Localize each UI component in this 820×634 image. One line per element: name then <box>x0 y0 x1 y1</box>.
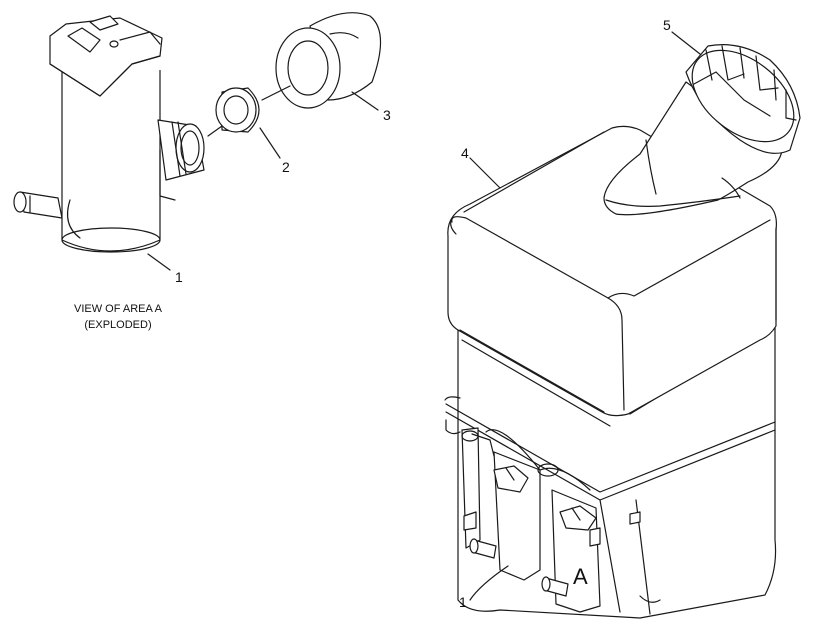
callout-cap: 5 <box>663 17 671 33</box>
view-caption-line1: VIEW OF AREA A <box>74 303 163 315</box>
washer-reservoir <box>444 81 783 619</box>
area-a-marker: A <box>573 564 588 589</box>
callout-grommet: 3 <box>383 107 391 123</box>
callout-pump-exploded: 1 <box>175 269 183 285</box>
filler-cap <box>685 44 801 154</box>
leader-pump-installed <box>469 565 509 601</box>
leader-pump-exploded <box>147 253 171 271</box>
seal-ring <box>207 87 260 137</box>
leader-cap <box>671 31 701 55</box>
callout-reservoir: 4 <box>461 145 469 161</box>
callout-seal: 2 <box>282 159 290 175</box>
view-caption-line2: (EXPLODED) <box>84 319 151 331</box>
leader-reservoir <box>469 157 501 189</box>
leader-seal <box>259 127 281 159</box>
callout-pump-installed: 1 <box>459 594 467 610</box>
grommet <box>261 12 382 109</box>
washer-pump-exploded <box>13 15 205 253</box>
leader-grommet <box>351 91 379 111</box>
